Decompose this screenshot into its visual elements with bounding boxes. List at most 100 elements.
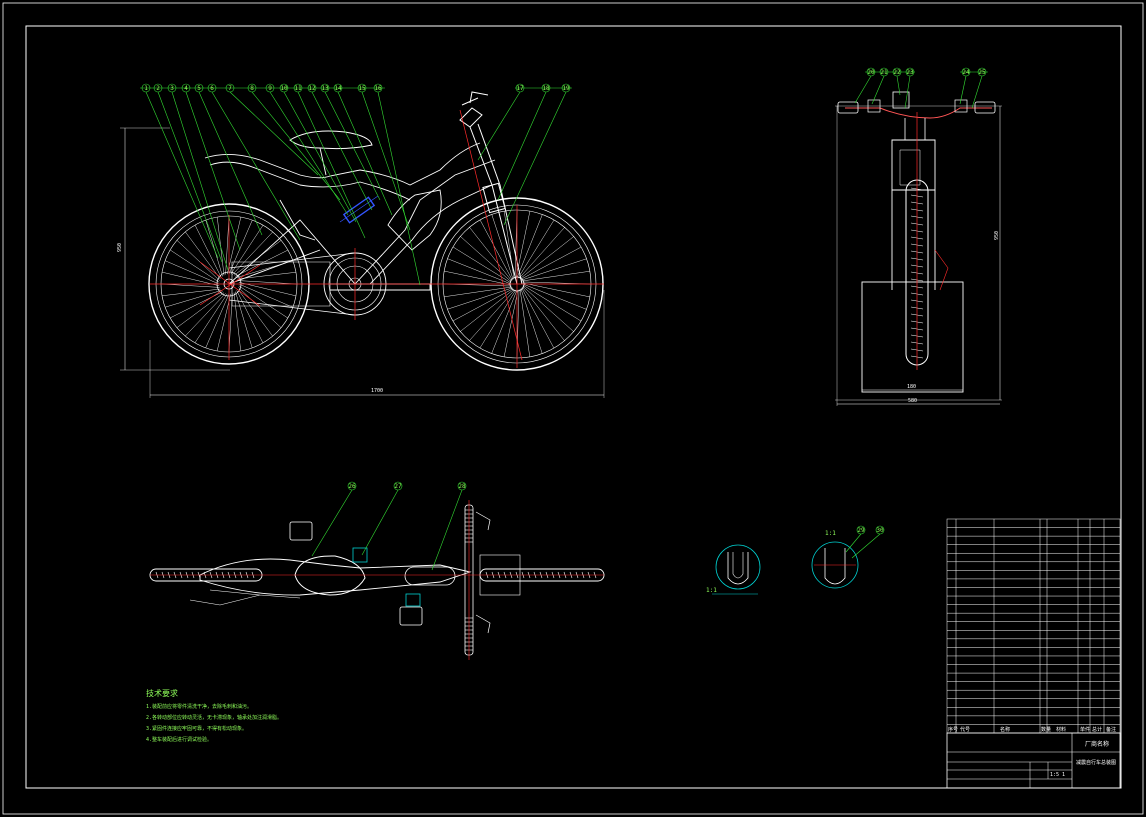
seat	[289, 130, 373, 150]
balloon-label-20: 20	[867, 69, 875, 76]
balloon-label-11: 11	[294, 85, 302, 92]
top-view: 26 27 28	[149, 481, 605, 660]
balloon-label-10: 10	[280, 85, 288, 92]
balloon-20	[866, 67, 876, 77]
side-view: 950 1700	[117, 83, 605, 398]
balloon-14	[333, 83, 343, 93]
balloon-10	[279, 83, 289, 93]
balloon-15	[357, 83, 367, 93]
balloon-26	[347, 481, 357, 491]
balloon-label-9: 9	[268, 85, 272, 92]
balloon-27	[393, 481, 403, 491]
note-3: 3.紧固件连接应牢固可靠，不得有松动现象。	[146, 725, 247, 732]
balloon-label-29: 29	[857, 527, 865, 534]
note-1: 1.装配前应将零件清洗干净，去除毛刺和油污。	[146, 703, 252, 710]
top-saddle	[294, 555, 366, 596]
balloon-label-25: 25	[978, 69, 986, 76]
balloon-label-2: 2	[156, 85, 160, 92]
title-block: 序号代号 名称 数量材料 单件总计备注 厂商名称 减震自行车总装图 1:5 1	[946, 518, 1121, 789]
balloon-label-12: 12	[308, 85, 316, 92]
dim-front-width-outer: 580	[908, 398, 917, 404]
centerlines	[150, 109, 604, 368]
balloon-29	[856, 525, 866, 535]
balloon-label-3: 3	[170, 85, 174, 92]
rear-shock	[342, 196, 376, 224]
balloon-17	[515, 83, 525, 93]
balloon-label-14: 14	[334, 85, 342, 92]
bom-header-3: 数量	[1041, 726, 1051, 733]
balloon-24	[961, 67, 971, 77]
detail-a-scale: 1:1	[706, 587, 717, 594]
balloon-25	[977, 67, 987, 77]
balloon-5	[194, 83, 204, 93]
note-2: 2.各转动部位应转动灵活，无卡滞现象，轴承处加注润滑脂。	[146, 714, 282, 721]
balloon-9	[265, 83, 275, 93]
dim-front-width-inner: 180	[907, 384, 916, 390]
balloon-12	[307, 83, 317, 93]
balloon-28	[457, 481, 467, 491]
balloon-11	[293, 83, 303, 93]
balloon-label-4: 4	[184, 85, 188, 92]
balloon-18	[541, 83, 551, 93]
fork	[459, 91, 523, 285]
balloon-6	[207, 83, 217, 93]
balloon-label-27: 27	[394, 483, 402, 490]
balloon-22	[892, 67, 902, 77]
dim-side-length: 1700	[371, 388, 383, 394]
balloon-16	[373, 83, 383, 93]
balloon-label-16: 16	[374, 85, 382, 92]
bom-header-5: 单件	[1080, 726, 1090, 733]
balloon-3	[167, 83, 177, 93]
balloon-19	[561, 83, 571, 93]
balloon-label-13: 13	[321, 85, 329, 92]
balloon-label-30: 30	[876, 527, 884, 534]
notes-title: 技术要求	[146, 688, 178, 698]
bom-header-6: 总计	[1092, 726, 1102, 733]
balloon-label-17: 17	[516, 85, 524, 92]
handlebar	[845, 107, 992, 119]
bom-header-4: 材料	[1056, 726, 1066, 733]
bom-header-1: 代号	[960, 726, 970, 733]
balloon-7	[225, 83, 235, 93]
balloon-2	[153, 83, 163, 93]
note-4: 4.整车装配后进行调试检验。	[146, 736, 212, 743]
balloon-label-19: 19	[562, 85, 570, 92]
balloon-label-18: 18	[542, 85, 550, 92]
balloon-1	[141, 83, 151, 93]
balloon-8	[247, 83, 257, 93]
technical-notes: 技术要求 1.装配前应将零件清洗干净，去除毛刺和油污。 2.各转动部位应转动灵活…	[146, 688, 282, 743]
balloon-4	[181, 83, 191, 93]
dim-side-height: 950	[117, 243, 123, 252]
side-leaders	[140, 87, 572, 286]
balloon-label-26: 26	[348, 483, 356, 490]
drawing-name: 减震自行车总装图	[1076, 759, 1116, 766]
dim-front-height: 950	[994, 231, 1000, 240]
balloon-label-8: 8	[250, 85, 254, 92]
balloon-label-5: 5	[197, 85, 201, 92]
detail-views: 1:1 1:1 29 30	[706, 525, 885, 595]
front-view: 950 180 580 20 21 22 23 24 25	[835, 67, 1002, 406]
balloon-label-21: 21	[880, 69, 888, 76]
balloon-label-22: 22	[893, 69, 901, 76]
balloon-label-7: 7	[228, 85, 232, 92]
balloon-label-6: 6	[210, 85, 214, 92]
balloon-label-23: 23	[906, 69, 914, 76]
drawing-frame	[25, 25, 1122, 789]
sheet-value: 1	[1062, 772, 1065, 778]
bom-header-7: 备注	[1106, 726, 1116, 733]
chainstay	[231, 261, 331, 307]
bom-header-2: 名称	[1000, 726, 1010, 733]
balloon-13	[320, 83, 330, 93]
balloon-23	[905, 67, 915, 77]
balloon-30	[875, 525, 885, 535]
detail-b-scale: 1:1	[825, 530, 836, 537]
balloon-label-28: 28	[458, 483, 466, 490]
company-name: 厂商名称	[1085, 740, 1109, 748]
balloon-label-1: 1	[144, 85, 148, 92]
balloon-label-24: 24	[962, 69, 970, 76]
bom-header-0: 序号	[948, 726, 958, 733]
scale-value: 1:5	[1050, 772, 1059, 778]
